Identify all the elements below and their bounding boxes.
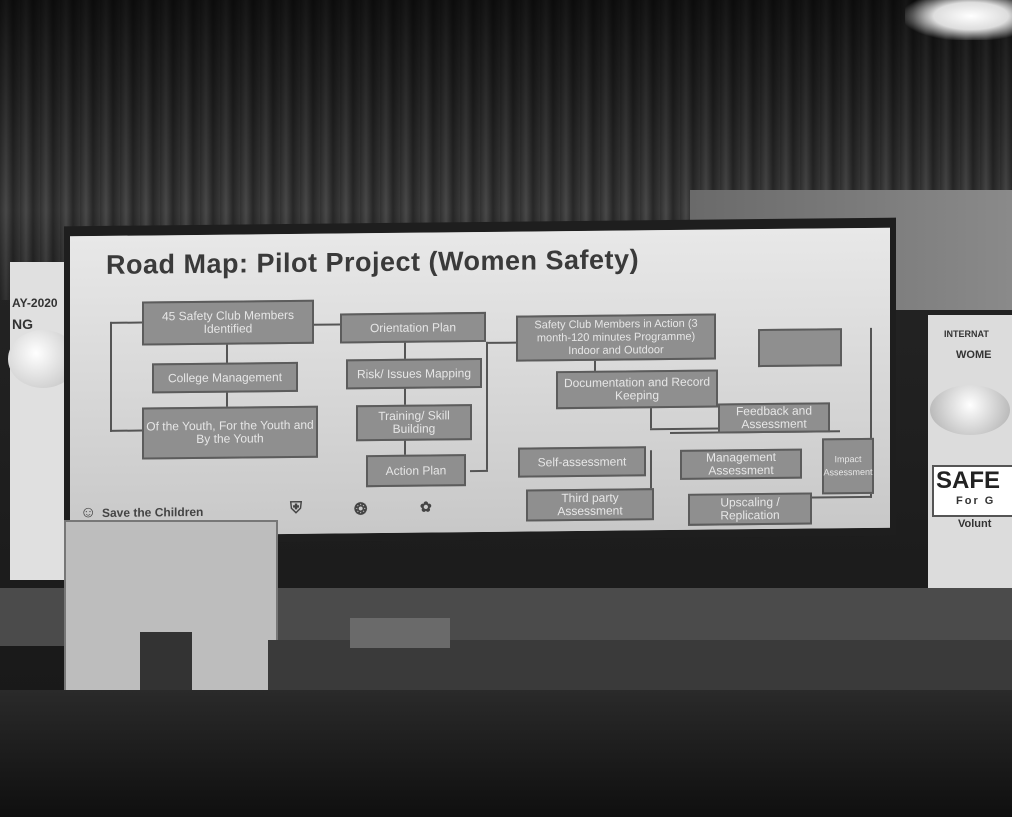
connector-line: [110, 429, 142, 432]
node-management-assessment: Management Assessment: [680, 448, 802, 480]
floor: [0, 690, 1012, 817]
balloon-decoration-right: [930, 385, 1010, 435]
ceiling-lamp: [905, 0, 1012, 40]
connector-line: [486, 341, 516, 344]
connector-line: [486, 341, 488, 470]
connector-line: [470, 469, 488, 473]
node-feedback: Feedback and Assessment: [718, 402, 830, 434]
node-risk-mapping: Risk/ Issues Mapping: [346, 357, 482, 390]
node-upscaling: Upscaling / Replication: [688, 492, 812, 526]
organization-logo-icon: ✿: [420, 498, 432, 515]
node-of-the-youth: Of the Youth, For the Youth and By the Y…: [142, 405, 318, 460]
node-impact-assessment: Impact Assessment: [822, 437, 874, 495]
node-club-members: 45 Safety Club Members Identified: [142, 299, 314, 346]
node-self-assessment: Self-assessment: [518, 446, 646, 478]
node-in-action: Safety Club Members in Action (3 month-1…: [516, 313, 716, 362]
safe-sign-text: SAFE: [936, 467, 1001, 494]
left-banner-line2: NG: [12, 316, 33, 332]
table-items: [350, 618, 450, 648]
right-banner-line2: WOME: [956, 349, 992, 361]
node-orientation-plan: Orientation Plan: [340, 311, 486, 344]
connector-line: [110, 321, 142, 324]
emblem-icon: ❂: [354, 501, 368, 519]
connector-line: [312, 323, 340, 326]
police-badge-icon: ⛨: [290, 499, 303, 517]
podium-object: [140, 632, 192, 692]
safe-sign-subtext: For G: [956, 495, 996, 507]
connector-line: [404, 438, 406, 455]
stage-table: [268, 640, 1012, 690]
save-the-children-logo-text: Save the Children: [102, 504, 204, 520]
projected-slide: Road Map: Pilot Project (Women Safety) 4…: [70, 227, 890, 537]
node-college-management: College Management: [152, 361, 298, 394]
node-small-box: [758, 328, 842, 368]
volunteer-text: Volunt: [958, 518, 992, 530]
left-banner-line1: AY-2020: [12, 296, 58, 310]
node-training: Training/ Skill Building: [356, 404, 472, 442]
connector-line: [650, 406, 652, 429]
right-banner-line1: INTERNAT: [944, 329, 989, 339]
slide-title: Road Map: Pilot Project (Women Safety): [106, 244, 640, 280]
connector-line: [110, 321, 112, 432]
node-documentation: Documentation and Record Keeping: [556, 369, 718, 410]
left-banner: AY-2020 NG: [10, 262, 72, 580]
connector-line: [226, 342, 228, 365]
right-banner: INTERNAT WOME: [928, 315, 1012, 590]
safe-sign: SAFE For G: [932, 465, 1012, 517]
node-action-plan: Action Plan: [366, 454, 466, 488]
node-third-party: Third party Assessment: [526, 488, 654, 522]
